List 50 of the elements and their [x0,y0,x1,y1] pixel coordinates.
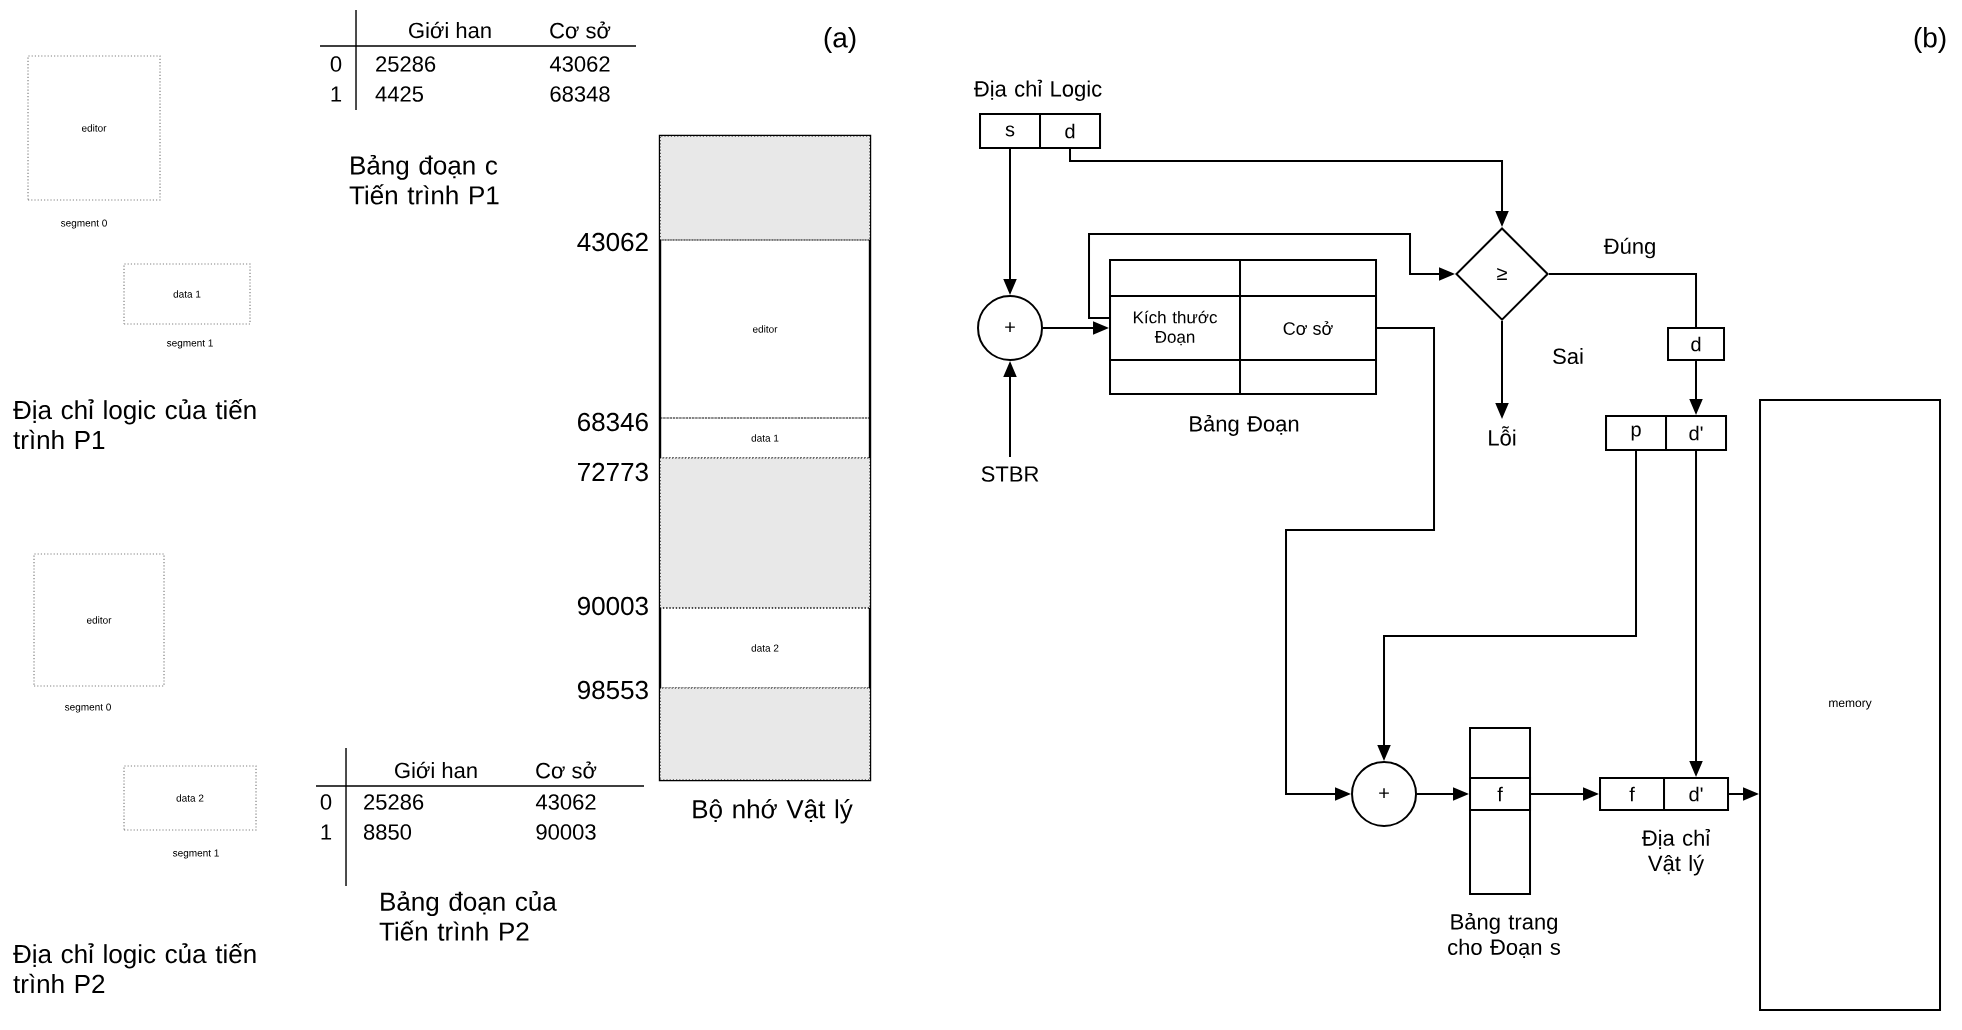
node-label: Địa chỉ Logic [973,79,1102,101]
register-field: s [979,113,1041,149]
column-header: Cơ sở [550,21,611,39]
table-cell: 8850 [363,824,412,840]
register-field: d [1039,113,1101,149]
table-cell: f [1469,777,1531,811]
caption: Địa chỉ logic của tiến trình P1 [13,399,256,450]
panel-label: (b) [1914,26,1946,54]
shaded-region [659,457,871,609]
column-header: Cơ sở [536,761,597,779]
shaded-region [659,687,871,781]
node-label: Địa chỉ Vật lý [1641,829,1711,876]
register-field: p [1605,415,1667,451]
table-cell: Cơ sở [1239,295,1377,361]
table-cell: 25286 [364,794,424,810]
address-label: 43062 [577,232,648,252]
table-caption: Bảng đoạn c Tiến trình P1 [349,155,499,205]
panel-label: (a) [824,26,856,54]
caption: Địa chỉ logic của tiến trình P2 [13,943,256,994]
address-label: 68346 [578,412,648,432]
arrow [1285,327,1435,801]
row-index: 1 [331,86,342,102]
edge-label: Sai [1550,345,1586,367]
address-label: 98553 [577,680,648,700]
row-index: 1 [321,824,332,840]
edge-label: Đúng [1601,235,1659,261]
shaded-region [659,135,871,241]
register-field: d' [1663,777,1729,811]
register-field: d' [1665,415,1727,451]
table-cell: 4425 [375,86,423,102]
address-label: 90003 [577,596,648,616]
table-cell: 43062 [535,794,596,810]
column-header: Giới han [409,21,491,39]
register-field: f [1599,777,1665,811]
table-cell: 68348 [550,86,610,102]
row-index: 0 [320,794,332,810]
table-cell: 43062 [549,56,610,72]
row-index: 0 [330,56,342,72]
table-caption: Bảng đoạn của Tiến trình P2 [379,891,557,941]
node-label: Bảng Đoạn [1190,415,1299,436]
table-cell: Kích thước Đoạn [1109,295,1241,361]
offset-box: d [1667,327,1725,361]
node-label: Bộ nhớ Vật lý [693,799,853,824]
column-header: Giới han [395,761,477,779]
table-cell: 25286 [376,56,436,72]
address-label: 72773 [578,462,648,482]
error-label: Lỗi [1489,426,1516,446]
table-cell: 90003 [536,824,596,840]
register-label: STBR [981,466,1039,482]
node-label: Bảng trang cho Đoạn s [1448,913,1561,959]
